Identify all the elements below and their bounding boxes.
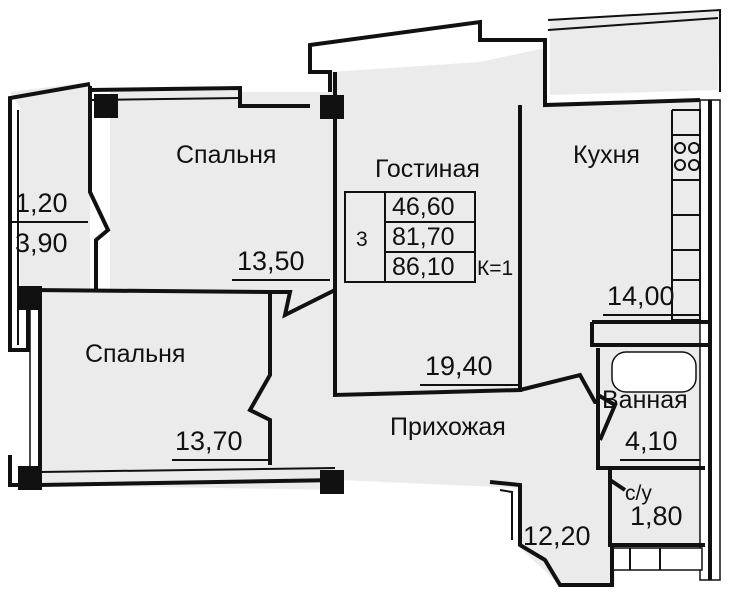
room-name-bath: Ванная [602,386,688,414]
room-name-kitchen: Кухня [573,141,640,169]
room-name-bedroom-top: Спальня [176,141,276,169]
room-area-wc: 1,80 [630,501,683,531]
room-name-living: Гостиная [375,155,480,183]
wc-fixtures [611,547,703,571]
room-area-kitchen: 14,00 [607,281,675,311]
total-area: 81,70 [392,223,455,251]
total-with-balcony: 86,10 [392,253,455,281]
area-summary-table: 3 46,60 81,70 86,10 К=1 [344,191,513,283]
top-wall-bedroom [89,85,310,108]
entrance-wall [489,480,614,587]
balcony-area-b: 3,90 [15,228,68,258]
loggia-fill [550,10,720,95]
room-area-bath: 4,10 [625,426,678,456]
bathtub [611,351,697,393]
column [18,286,42,310]
column [94,94,118,118]
column [18,466,42,490]
bathroom-wall [590,320,712,347]
living-area: 46,60 [392,193,455,221]
column [320,470,344,494]
rooms-count: 3 [356,228,368,251]
room-name-bedroom-bottom: Спальня [85,340,185,368]
room-name-wc: с/у [625,482,652,505]
room-area-bedroom-top: 13,50 [237,246,305,276]
balcony-wall [8,82,91,352]
column [320,95,344,119]
room-area-hall: 12,20 [523,521,591,551]
bedroom-divider-wall [29,288,272,465]
outer-wall [308,19,701,108]
room-name-hall: Прихожая [390,413,506,441]
balcony-area-a: 1,20 [15,188,68,218]
room-area-bedroom-bottom: 13,70 [175,426,243,456]
coefficient: К=1 [477,257,513,280]
loggia-wall [547,8,721,92]
floor-fill [10,48,700,585]
room-area-living: 19,40 [425,351,493,381]
